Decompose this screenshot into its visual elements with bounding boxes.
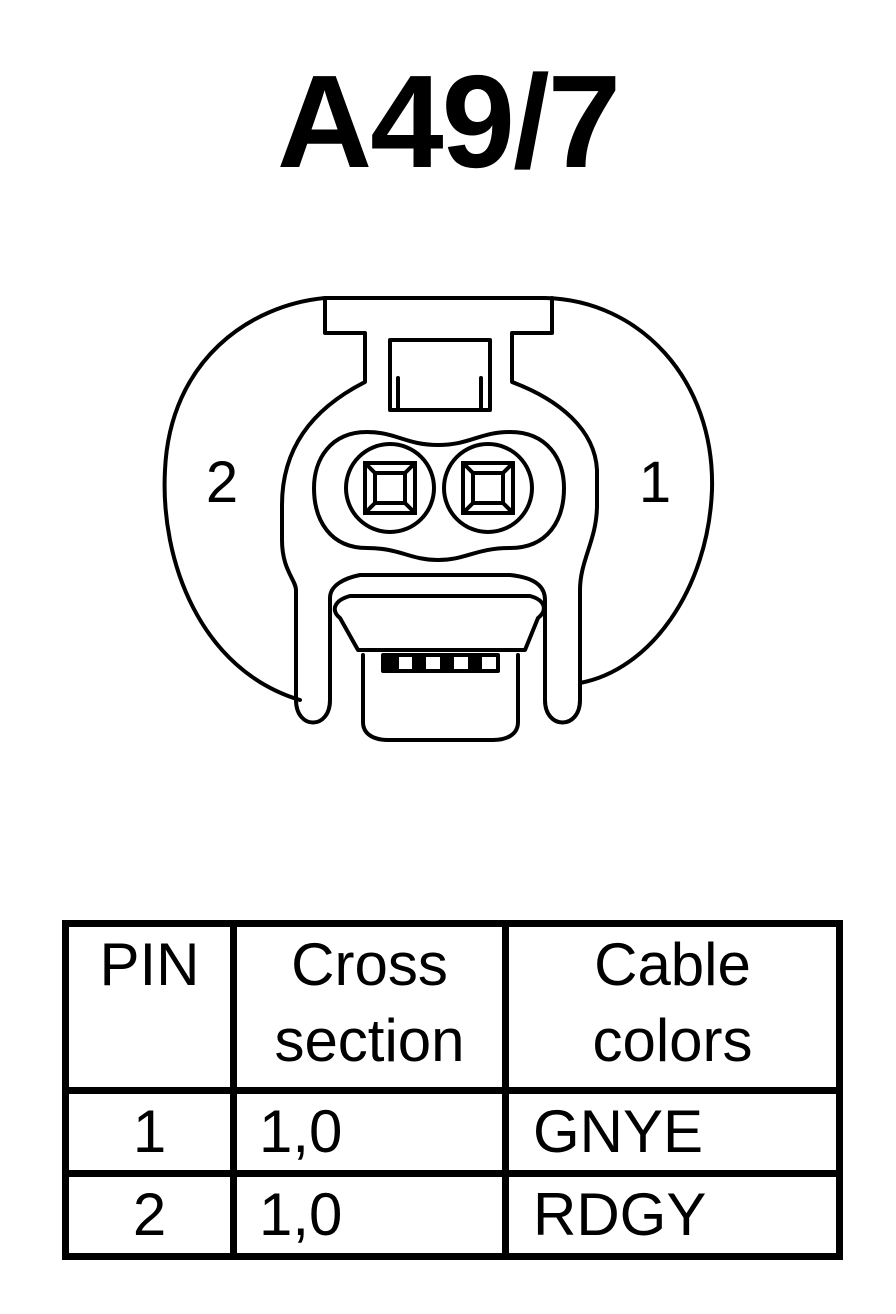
pin-assignment-table: PIN Cross section Cable colors 1 1,0 GNY… [62, 920, 843, 1260]
latch-frame-outline [280, 296, 599, 725]
table-row: 1 1,0 GNYE [62, 1087, 843, 1177]
row-cross-section: 1,0 [230, 1087, 509, 1177]
locking-clip [388, 338, 492, 412]
row-cable-color: GNYE [502, 1087, 843, 1177]
row-pin: 1 [62, 1087, 237, 1177]
connector-face-diagram: 2 1 [162, 296, 715, 742]
pin-cavity-frame [312, 430, 566, 562]
connector-title: A49/7 [276, 48, 621, 195]
header-cross-section: Cross section [230, 920, 509, 1094]
row-pin: 2 [62, 1170, 237, 1260]
header-cross-section-line2: section [274, 1007, 465, 1074]
table-header-row: PIN Cross section Cable colors [62, 920, 843, 1094]
header-pin-line1: PIN [99, 931, 200, 998]
pin-socket-1 [442, 442, 534, 534]
header-cable-colors-line1: Cable [594, 931, 751, 998]
row-cross-section: 1,0 [230, 1170, 509, 1260]
latch-teeth [381, 653, 500, 673]
header-cable-colors-line2: colors [592, 1007, 753, 1074]
connector-housing-outline [162, 296, 715, 702]
key-block [361, 653, 520, 742]
table-row: 2 1,0 RDGY [62, 1170, 843, 1260]
pin-label-1: 1 [639, 450, 671, 515]
header-cable-colors: Cable colors [502, 920, 843, 1094]
row-cable-color: RDGY [502, 1170, 843, 1260]
header-pin: PIN [62, 920, 237, 1094]
bottom-cradle [332, 594, 546, 652]
header-cross-section-line1: Cross [291, 931, 448, 998]
pin-label-2: 2 [206, 450, 238, 515]
pin-socket-2 [344, 442, 436, 534]
